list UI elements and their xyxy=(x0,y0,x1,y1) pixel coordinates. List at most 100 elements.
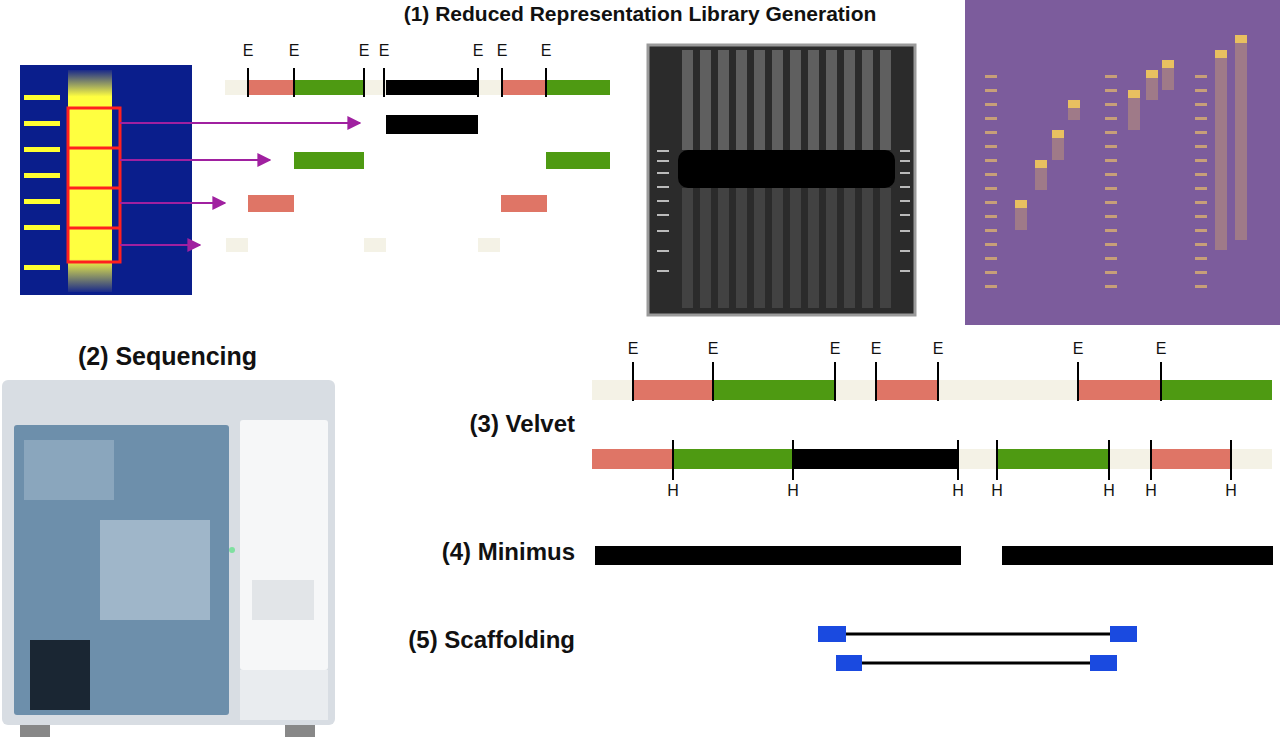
fraction-fragment xyxy=(546,152,610,169)
ecori-contig xyxy=(633,380,713,400)
gel-photo-background xyxy=(965,0,1280,325)
fraction-fragment xyxy=(478,238,500,252)
door-window xyxy=(252,580,314,620)
gel-schematic xyxy=(20,65,360,295)
cut-site-label: E xyxy=(372,42,396,60)
cut-site-label: H xyxy=(985,482,1009,500)
ladder-band xyxy=(24,173,60,178)
cut-site-label: E xyxy=(236,42,260,60)
gel-lane xyxy=(718,50,729,150)
cut-site-tick xyxy=(477,68,479,97)
step-heading: (1) Reduced Representation Library Gener… xyxy=(0,2,1280,26)
reagent-bay xyxy=(24,440,114,500)
ladder-band xyxy=(657,172,669,174)
step-heading: (5) Scaffolding xyxy=(300,626,575,654)
genome-fragment xyxy=(502,80,546,95)
ladder-band xyxy=(1105,285,1117,288)
gel-lane xyxy=(862,50,873,150)
ladder-band xyxy=(1105,117,1117,120)
gel-band xyxy=(1162,60,1174,68)
ladder-band xyxy=(657,200,669,202)
read-end xyxy=(818,626,846,642)
cut-site-label: E xyxy=(926,340,950,358)
gel-lane xyxy=(754,188,765,308)
drawer xyxy=(30,640,90,710)
status-light xyxy=(229,547,235,553)
gel-lane xyxy=(862,188,873,308)
cut-site-tick xyxy=(632,362,634,401)
ladder-band xyxy=(1195,187,1207,190)
fraction-fragment xyxy=(386,115,478,134)
cut-site-tick xyxy=(1108,440,1110,480)
cut-site-label: H xyxy=(1139,482,1163,500)
merged-contig xyxy=(595,546,961,565)
ladder-band xyxy=(657,250,669,252)
contig-row xyxy=(592,380,1272,400)
cut-site-tick xyxy=(792,440,794,480)
ladder-band xyxy=(900,200,910,202)
ladder-band xyxy=(900,186,910,188)
ecori-contig xyxy=(1161,380,1272,400)
gel-lane xyxy=(700,188,711,308)
cut-site-tick xyxy=(834,362,836,401)
read-end xyxy=(836,655,862,671)
cut-site-tick xyxy=(501,68,503,97)
ecori-contig xyxy=(713,380,835,400)
mate-pair-link xyxy=(850,662,1104,665)
cut-site-label: E xyxy=(282,42,306,60)
hindiii-contig xyxy=(1151,449,1231,469)
scaffold-pairs xyxy=(818,626,1137,671)
step-heading: (3) Velvet xyxy=(380,410,575,438)
ladder-band xyxy=(1105,201,1117,204)
machine-base xyxy=(240,670,328,720)
cut-site-tick xyxy=(875,362,877,401)
ladder-band xyxy=(657,270,669,272)
ladder-band xyxy=(1195,173,1207,176)
cut-site-tick xyxy=(957,440,959,480)
ladder-band xyxy=(1195,243,1207,246)
ladder-band xyxy=(1195,159,1207,162)
ladder-band xyxy=(985,75,997,78)
ladder-band xyxy=(657,150,669,152)
ladder-band xyxy=(1105,131,1117,134)
cut-site-tick xyxy=(712,362,714,401)
ladder-band xyxy=(24,147,60,152)
gel-band xyxy=(1215,50,1227,58)
gel-lane xyxy=(682,188,693,308)
excised-band xyxy=(678,150,895,188)
gel-lane xyxy=(808,188,819,308)
genome-fragment xyxy=(294,80,364,95)
gel-lane xyxy=(880,50,891,150)
fraction-divider xyxy=(68,187,120,190)
fraction-arrow xyxy=(120,202,225,204)
genome-fragment xyxy=(386,80,478,95)
cut-site-label: E xyxy=(864,340,888,358)
fraction-arrow xyxy=(120,244,200,246)
gel-lane xyxy=(790,188,801,308)
ladder-band xyxy=(1105,271,1117,274)
cut-site-tick xyxy=(937,362,939,401)
fraction-divider xyxy=(68,227,120,230)
size-selection-box xyxy=(68,108,120,262)
cut-site-tick xyxy=(545,68,547,97)
gel-lane xyxy=(772,188,783,308)
ladder-band xyxy=(985,243,997,246)
ladder-band xyxy=(1195,229,1207,232)
ladder-band xyxy=(1195,285,1207,288)
gel-photo-frame xyxy=(648,45,915,315)
cut-site-tick xyxy=(363,68,365,97)
ladder-band xyxy=(900,172,910,174)
gel-band xyxy=(1235,35,1247,43)
sequencer-machine xyxy=(2,380,335,737)
gel-lane-smear xyxy=(1015,200,1027,230)
gel-lane-smear xyxy=(1035,160,1047,190)
ladder-band xyxy=(1195,75,1207,78)
ladder-band xyxy=(985,285,997,288)
cut-site-tick xyxy=(1160,362,1162,401)
machine-foot xyxy=(20,725,50,737)
cut-site-tick xyxy=(1230,440,1232,480)
cut-site-tick xyxy=(293,68,295,97)
cut-site-label: E xyxy=(352,42,376,60)
